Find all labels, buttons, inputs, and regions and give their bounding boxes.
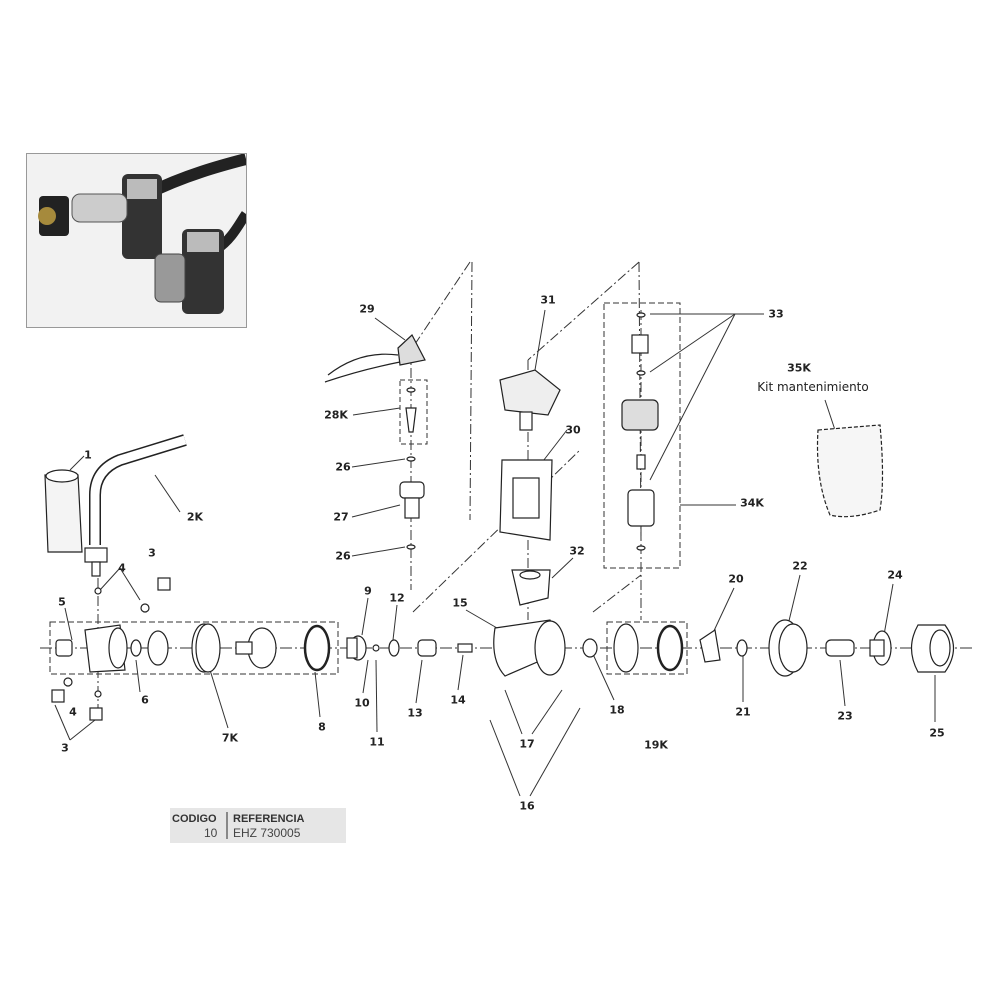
part-label-25: 25 bbox=[929, 726, 945, 740]
part-label-22: 22 bbox=[792, 559, 808, 573]
parts bbox=[44, 312, 955, 721]
part-label-24: 24 bbox=[887, 568, 903, 582]
table-divider bbox=[226, 812, 228, 839]
part-label-8: 8 bbox=[318, 720, 326, 734]
part-label-9: 9 bbox=[364, 584, 372, 598]
part-label-3-lower: 3 bbox=[61, 741, 69, 755]
part-label-16: 16 bbox=[519, 799, 535, 813]
referencia-header: REFERENCIA bbox=[233, 813, 305, 825]
part-label-23: 23 bbox=[837, 709, 853, 723]
part-label-28K: 28K bbox=[324, 408, 348, 422]
part-label-17: 17 bbox=[519, 737, 535, 751]
part-label-19K: 19K bbox=[644, 738, 668, 752]
part-label-18: 18 bbox=[609, 703, 625, 717]
part-label-4-lower: 4 bbox=[69, 705, 77, 719]
part-label-27: 27 bbox=[333, 510, 349, 524]
part-label-32: 32 bbox=[569, 544, 585, 558]
part-label-34K: 34K bbox=[740, 496, 764, 510]
part-label-30: 30 bbox=[565, 423, 581, 437]
part-label-13: 13 bbox=[407, 706, 423, 720]
part-label-10: 10 bbox=[354, 696, 370, 710]
maintenance-kit-label: Kit mantenimiento bbox=[757, 380, 869, 394]
part-label-2K: 2K bbox=[186, 510, 204, 524]
part-label-15: 15 bbox=[452, 596, 468, 610]
codigo-header: CODIGO bbox=[172, 813, 217, 825]
part-label-7K: 7K bbox=[221, 731, 239, 745]
part-label-1: 1 bbox=[84, 448, 92, 462]
part-label-35K: 35K bbox=[787, 361, 811, 375]
part-label-26-lower: 26 bbox=[335, 549, 351, 563]
regulator-photo-illustration bbox=[38, 154, 246, 314]
part-label-33: 33 bbox=[768, 307, 784, 321]
part-label-26: 26 bbox=[335, 460, 351, 474]
reference-table: CODIGO 10 REFERENCIA EHZ 730005 bbox=[170, 808, 346, 843]
part-label-31: 31 bbox=[540, 293, 556, 307]
part-label-6: 6 bbox=[141, 693, 149, 707]
part-label-3: 3 bbox=[148, 546, 156, 560]
codigo-value: 10 bbox=[204, 826, 218, 840]
referencia-value: EHZ 730005 bbox=[233, 826, 301, 840]
part-label-14: 14 bbox=[450, 693, 466, 707]
part-label-20: 20 bbox=[728, 572, 744, 586]
part-label-12: 12 bbox=[389, 591, 405, 605]
product-photo bbox=[26, 153, 247, 328]
part-label-29: 29 bbox=[359, 302, 375, 316]
part-label-5: 5 bbox=[58, 595, 66, 609]
part-label-4: 4 bbox=[118, 561, 126, 575]
part-label-21: 21 bbox=[735, 705, 751, 719]
part-label-11: 11 bbox=[369, 735, 385, 749]
